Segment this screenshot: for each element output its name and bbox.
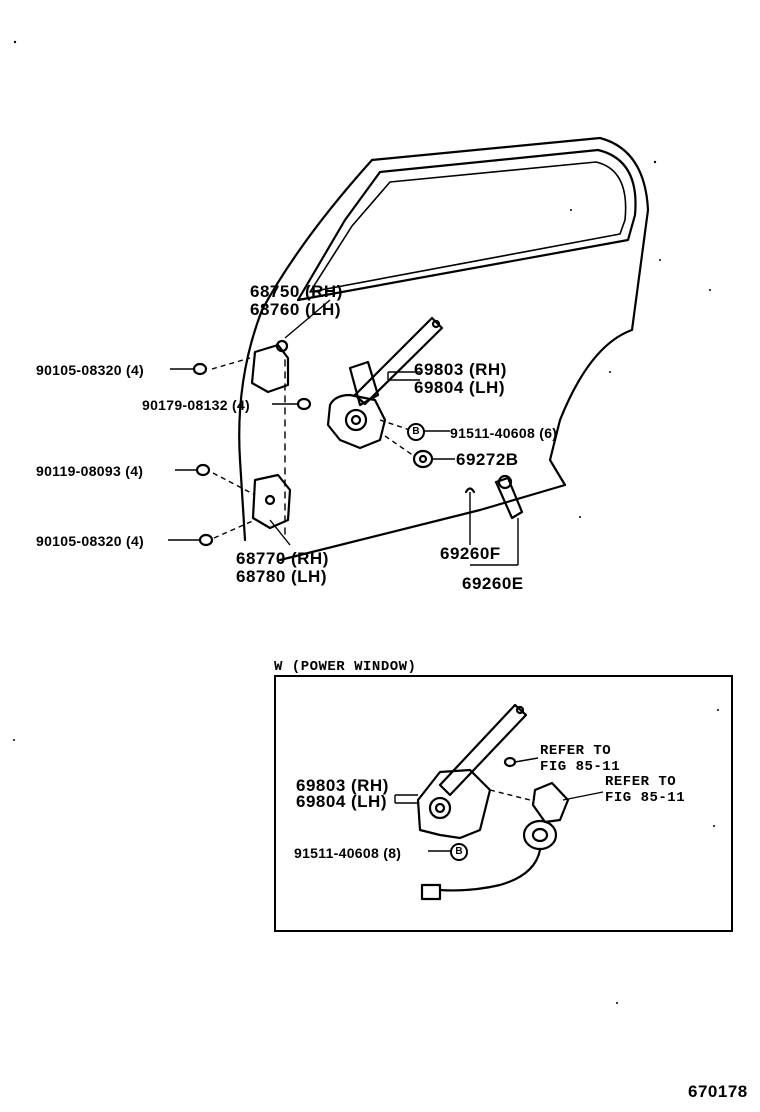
regulator-base	[326, 393, 387, 450]
handle-knob	[497, 474, 513, 490]
label-carrier-top-rh: 68750 (RH)	[250, 282, 343, 301]
inset-refer-2-line2: FIG 85-11	[605, 790, 686, 806]
label-washer: 69272B	[456, 450, 519, 469]
label-bolt-upper: 90105-08320 (4)	[36, 362, 145, 378]
inset-refer-2-line1: REFER TO	[605, 774, 677, 790]
inset-motor	[531, 781, 570, 824]
carrier-bottom-hole	[264, 494, 276, 506]
regulator-arm	[353, 316, 444, 406]
inset-arm	[438, 703, 528, 797]
inset-label-regulator-rh: 69803 (RH)	[296, 776, 389, 795]
inset-box	[274, 675, 733, 932]
inset-regulator	[416, 768, 492, 840]
window-frame	[296, 148, 637, 302]
window-handle	[494, 476, 524, 520]
door-front-edge	[238, 158, 374, 542]
inset-label-rivet: 91511-40608 (8)	[294, 845, 402, 861]
regulator-hub	[344, 408, 368, 432]
label-rivet: 91511-40608 (6)	[450, 425, 558, 441]
arm-hole	[431, 319, 441, 329]
gear-sector	[348, 360, 380, 407]
inset-cable	[438, 848, 542, 892]
label-carrier-bottom-rh: 68770 (RH)	[236, 549, 329, 568]
inset-refer-1-line1: REFER TO	[540, 743, 612, 759]
figure-number: 670178	[688, 1082, 748, 1101]
inset-refer-1-line2: FIG 85-11	[540, 759, 621, 775]
regulator-hub-inner	[350, 414, 362, 426]
label-nut-upper: 90179-08132 (4)	[142, 397, 251, 413]
label-regulator-lh: 69804 (LH)	[414, 378, 505, 397]
label-carrier-top-lh: 68760 (LH)	[250, 300, 341, 319]
inset-b-marker-icon: B	[450, 843, 468, 861]
label-carrier-bottom-lh: 68780 (LH)	[236, 567, 327, 586]
label-handle-e: 69260E	[462, 574, 524, 593]
label-regulator-rh: 69803 (RH)	[414, 360, 507, 379]
inset-label-regulator-lh: 69804 (LH)	[296, 792, 387, 811]
door-outline	[278, 136, 650, 562]
handle-clip	[464, 487, 476, 494]
carrier-bottom	[251, 473, 292, 530]
window-frame-inner	[309, 161, 627, 293]
inset-refer-1: REFER TO FIG 85-11	[540, 743, 620, 775]
b-marker-icon: B	[407, 423, 425, 441]
carrier-top-hole	[275, 339, 289, 353]
label-bolt-lower: 90105-08320 (4)	[36, 533, 145, 549]
label-screw-mid: 90119-08093 (4)	[36, 463, 144, 479]
inset-connector	[420, 883, 442, 901]
label-handle-f: 69260F	[440, 544, 501, 563]
inset-refer-2: REFER TO FIG 85-11	[605, 774, 685, 806]
inset-title: W (POWER WINDOW)	[274, 659, 417, 675]
